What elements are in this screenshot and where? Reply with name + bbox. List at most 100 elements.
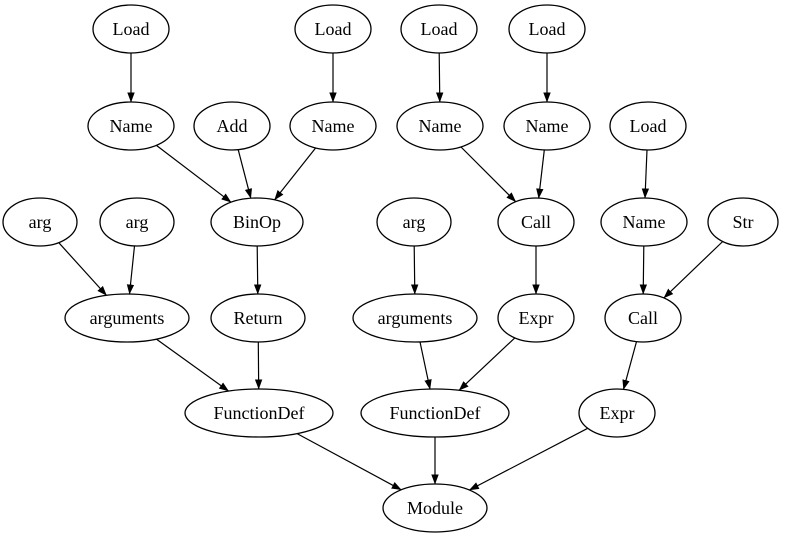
node-ellipse xyxy=(352,293,478,343)
node-arg: arg xyxy=(376,197,452,247)
node-ellipse xyxy=(503,101,591,151)
node-call: Call xyxy=(604,293,682,343)
node-name: Name xyxy=(503,101,591,151)
node-ellipse xyxy=(193,101,271,151)
node-ellipse xyxy=(508,4,586,54)
edge-name4-to-call1 xyxy=(536,149,545,199)
edge-name5-to-call2 xyxy=(639,245,648,295)
node-label: Str xyxy=(732,212,753,232)
node-ellipse xyxy=(376,197,452,247)
node-ellipse xyxy=(578,388,656,438)
node-add: Add xyxy=(193,101,271,151)
edge-str1-to-call2 xyxy=(663,241,724,299)
node-expr: Expr xyxy=(578,388,656,438)
node-str: Str xyxy=(707,197,779,247)
node-ellipse xyxy=(400,4,478,54)
node-label: Return xyxy=(234,308,283,328)
node-label: Load xyxy=(421,19,458,39)
node-load: Load xyxy=(92,4,170,54)
edge-binop1-to-return1 xyxy=(253,245,262,295)
node-label: Name xyxy=(312,116,355,136)
node-load: Load xyxy=(294,4,372,54)
node-ellipse xyxy=(210,197,304,247)
node-label: Name xyxy=(623,212,666,232)
edge-add1-to-binop1 xyxy=(237,149,252,199)
node-label: arguments xyxy=(378,308,453,328)
node-label: arg xyxy=(126,212,149,232)
edge-call2-to-expr2 xyxy=(622,341,638,390)
node-ellipse xyxy=(497,197,575,247)
edge-name3-to-call1 xyxy=(460,146,517,203)
node-binop: BinOp xyxy=(210,197,304,247)
node-ellipse xyxy=(2,197,78,247)
node-label: FunctionDef xyxy=(214,403,305,423)
node-ellipse xyxy=(360,388,510,438)
node-ellipse xyxy=(99,197,175,247)
node-label: BinOp xyxy=(233,212,281,232)
node-load: Load xyxy=(508,4,586,54)
node-return: Return xyxy=(210,293,306,343)
node-expr: Expr xyxy=(497,293,575,343)
node-ellipse xyxy=(210,293,306,343)
node-name: Name xyxy=(600,197,688,247)
node-name: Name xyxy=(87,101,175,151)
node-ellipse xyxy=(604,293,682,343)
node-arg: arg xyxy=(99,197,175,247)
node-functiondef: FunctionDef xyxy=(184,388,334,438)
node-label: Name xyxy=(110,116,153,136)
edge-name1-to-binop1 xyxy=(156,144,232,203)
node-ellipse xyxy=(294,4,372,54)
edge-load5-to-name5 xyxy=(641,149,650,199)
node-ellipse xyxy=(382,483,488,533)
edge-layer xyxy=(58,52,724,491)
node-ellipse xyxy=(184,388,334,438)
node-ellipse xyxy=(497,293,575,343)
node-label: arg xyxy=(29,212,52,232)
node-label: Module xyxy=(407,498,463,518)
node-ellipse xyxy=(289,101,377,151)
edge-arguments2-to-functiondef2 xyxy=(419,341,432,390)
edge-arg2-to-arguments1 xyxy=(126,245,136,295)
node-load: Load xyxy=(609,101,687,151)
node-ellipse xyxy=(92,4,170,54)
edge-load3-to-name3 xyxy=(435,52,444,103)
node-label: Call xyxy=(521,212,551,232)
node-ellipse xyxy=(600,197,688,247)
node-label: arg xyxy=(403,212,426,232)
node-call: Call xyxy=(497,197,575,247)
node-label: Name xyxy=(419,116,462,136)
node-functiondef: FunctionDef xyxy=(360,388,510,438)
node-ellipse xyxy=(707,197,779,247)
node-label: Name xyxy=(526,116,569,136)
node-module: Module xyxy=(382,483,488,533)
node-ellipse xyxy=(609,101,687,151)
node-name: Name xyxy=(289,101,377,151)
node-label: arguments xyxy=(90,308,165,328)
edge-arg3-to-arguments2 xyxy=(410,245,419,295)
node-arg: arg xyxy=(2,197,78,247)
edge-arguments1-to-functiondef1 xyxy=(156,338,230,392)
node-label: Call xyxy=(628,308,658,328)
edge-expr1-to-functiondef2 xyxy=(458,337,516,391)
node-arguments: arguments xyxy=(352,293,478,343)
node-ellipse xyxy=(87,101,175,151)
edge-expr2-to-module1 xyxy=(468,427,588,491)
node-label: Load xyxy=(529,19,566,39)
node-label: Add xyxy=(217,116,248,136)
node-ellipse xyxy=(64,293,190,343)
node-load: Load xyxy=(400,4,478,54)
node-name: Name xyxy=(396,101,484,151)
node-label: Expr xyxy=(600,403,635,423)
node-label: Load xyxy=(113,19,150,39)
node-label: Load xyxy=(315,19,352,39)
node-label: Expr xyxy=(519,308,554,328)
edge-arg1-to-arguments1 xyxy=(58,242,107,296)
node-label: FunctionDef xyxy=(390,403,481,423)
edge-name2-to-binop1 xyxy=(274,147,317,201)
node-ellipse xyxy=(396,101,484,151)
node-arguments: arguments xyxy=(64,293,190,343)
edge-functiondef1-to-module1 xyxy=(296,433,402,491)
